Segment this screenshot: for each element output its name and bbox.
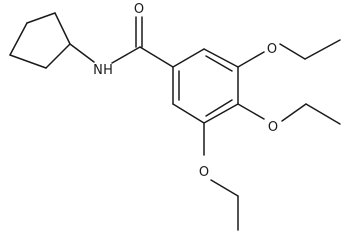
bond	[172, 103, 205, 124]
ether-oxygen-4-label: O	[268, 120, 278, 135]
amide-group	[69, 16, 174, 68]
bond	[205, 99, 233, 117]
bond	[26, 12, 56, 24]
ethoxy-group-5	[203, 122, 239, 231]
ethoxy-group-3	[237, 39, 341, 68]
ether-oxygen-5-label: O	[199, 165, 209, 180]
bond	[9, 22, 28, 56]
bond	[54, 12, 71, 45]
bond	[305, 103, 341, 125]
bond	[139, 46, 174, 68]
cyclopentyl-ring	[9, 12, 71, 69]
ethoxy-group-4	[237, 103, 341, 125]
bond	[111, 46, 141, 64]
bond	[281, 103, 307, 122]
ether-oxygen-3-label: O	[267, 42, 277, 57]
bond	[237, 103, 265, 120]
bond	[172, 48, 205, 68]
bond	[279, 43, 306, 60]
bond	[45, 43, 71, 69]
amide-nitrogen-label: N	[93, 63, 103, 78]
bond	[237, 51, 265, 68]
bond	[9, 54, 47, 69]
bond	[304, 39, 341, 60]
benzene-ring	[172, 48, 239, 124]
amide-hydrogen-label: H	[103, 63, 113, 78]
bond	[69, 43, 95, 63]
bond	[203, 48, 239, 68]
bond	[210, 179, 239, 197]
carbonyl-oxygen-label: O	[134, 2, 144, 17]
bond	[203, 103, 239, 124]
bond	[205, 55, 233, 72]
